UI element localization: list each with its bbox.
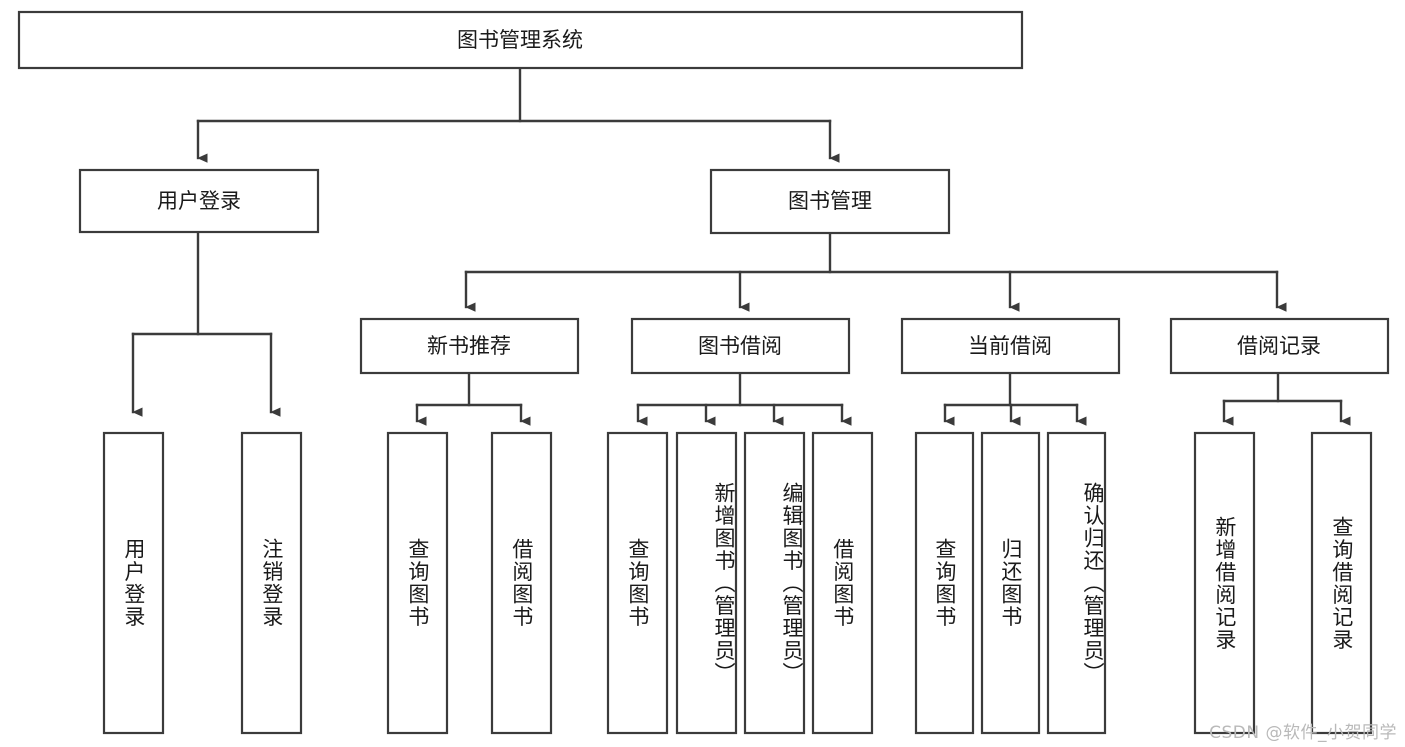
node-leaf-borrow-book-2-box[interactable] xyxy=(811,431,874,735)
connector-group-book-management xyxy=(464,231,1287,312)
node-root-box[interactable] xyxy=(17,10,1024,70)
node-new-book-recommend[interactable]: 新书推荐 xyxy=(359,317,580,375)
node-current-borrow-box[interactable] xyxy=(900,317,1121,375)
node-leaf-add-record-box[interactable] xyxy=(1193,431,1256,735)
watermark-text: CSDN @软件_小贺同学 xyxy=(1209,723,1397,743)
connector-group-root xyxy=(196,66,840,163)
connector-group-borrow-record xyxy=(1222,371,1351,426)
node-leaf-user-login-box[interactable] xyxy=(102,431,165,735)
node-leaf-edit-book-box[interactable] xyxy=(743,431,806,735)
node-leaf-query-book-3-box[interactable] xyxy=(914,431,975,735)
node-book-borrow[interactable]: 图书借阅 xyxy=(630,317,851,375)
node-leaf-logout-login-box[interactable] xyxy=(240,431,303,735)
node-book-management[interactable]: 图书管理 xyxy=(709,168,951,235)
node-leaf-confirm-return-box[interactable] xyxy=(1046,431,1107,735)
node-current-borrow[interactable]: 当前借阅 xyxy=(900,317,1121,375)
node-new-book-recommend-label: 新书推荐 xyxy=(427,334,511,358)
node-new-book-recommend-box[interactable] xyxy=(359,317,580,375)
node-leaf-query-book-2-box[interactable] xyxy=(606,431,669,735)
connector-group-user-login xyxy=(131,230,281,417)
node-leaf-query-book-1-box[interactable] xyxy=(386,431,449,735)
node-book-management-box[interactable] xyxy=(709,168,951,235)
node-current-borrow-label: 当前借阅 xyxy=(968,334,1052,358)
connector-group-current-borrow xyxy=(943,371,1087,426)
node-borrow-record[interactable]: 借阅记录 xyxy=(1169,317,1390,375)
node-user-login[interactable]: 用户登录 xyxy=(78,168,320,234)
node-leaf-borrow-book-1-box[interactable] xyxy=(490,431,553,735)
node-leaf-return-book-box[interactable] xyxy=(980,431,1041,735)
node-borrow-record-box[interactable] xyxy=(1169,317,1390,375)
connector-group-new-book-recommend xyxy=(415,371,531,426)
node-leaf-add-book-box[interactable] xyxy=(675,431,738,735)
node-user-login-label: 用户登录 xyxy=(157,189,241,213)
node-root-label: 图书管理系统 xyxy=(457,28,583,52)
node-book-borrow-box[interactable] xyxy=(630,317,851,375)
node-book-borrow-label: 图书借阅 xyxy=(698,334,782,358)
node-leaf-query-record-box[interactable] xyxy=(1310,431,1373,735)
node-book-management-label: 图书管理 xyxy=(788,189,872,213)
node-user-login-box[interactable] xyxy=(78,168,320,234)
node-borrow-record-label: 借阅记录 xyxy=(1237,334,1321,358)
connector-group-book-borrow xyxy=(636,371,852,426)
node-root[interactable]: 图书管理系统 xyxy=(17,10,1024,70)
